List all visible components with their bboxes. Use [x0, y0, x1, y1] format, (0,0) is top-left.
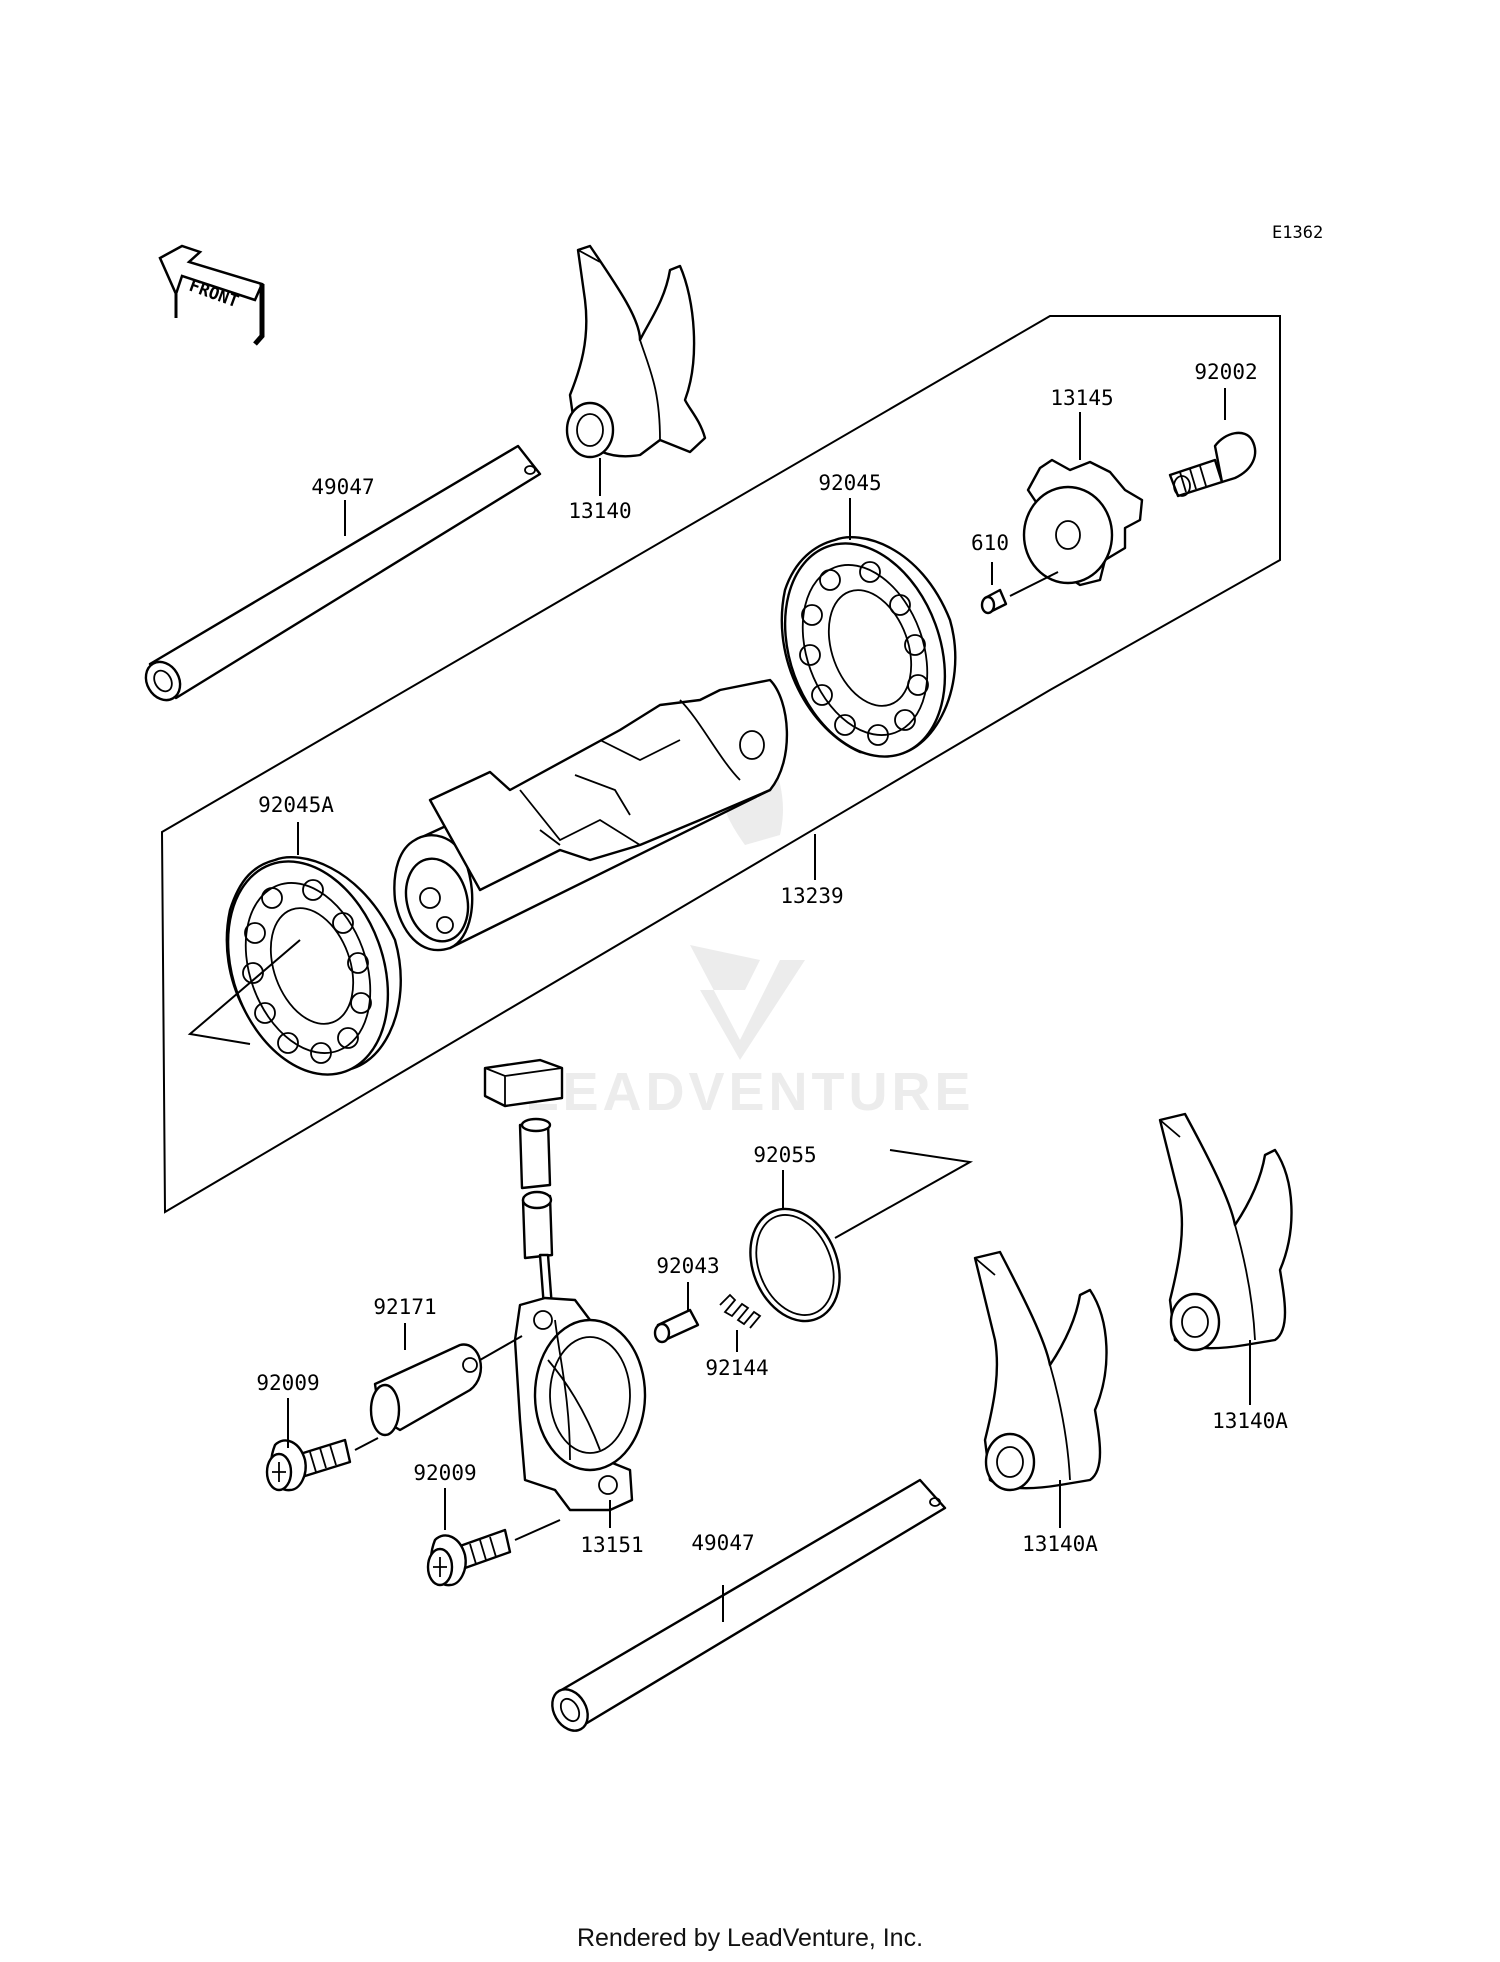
callout-92055: 92055	[753, 1143, 816, 1167]
callout-92171: 92171	[373, 1295, 436, 1319]
callout-13151: 13151	[580, 1533, 643, 1557]
shift-arm-13151	[513, 1253, 647, 1512]
front-arrow-icon: FRONT	[158, 244, 265, 346]
watermark-text: LEADVENTURE	[525, 1062, 974, 1122]
pin-92043	[653, 1308, 700, 1344]
callout-92002: 92002	[1194, 360, 1257, 384]
callout-610: 610	[971, 531, 1009, 555]
shift-fork-13140A-b	[1158, 1112, 1293, 1352]
bolt-92009-a	[265, 1438, 352, 1492]
bearing-92045A	[225, 856, 402, 1076]
callout-92045: 92045	[818, 471, 881, 495]
callout-13239: 13239	[780, 884, 843, 908]
shaft-49047-bottom	[551, 1478, 947, 1732]
footer-credit: Rendered by LeadVenture, Inc.	[577, 1924, 923, 1952]
callout-92043: 92043	[656, 1254, 719, 1278]
assembly-frame	[160, 315, 1281, 1214]
lever-92171	[369, 1343, 483, 1437]
callout-13145: 13145	[1050, 386, 1113, 410]
bearing-92045	[780, 536, 957, 758]
detent-pin	[518, 1117, 552, 1190]
callout-13140A-a: 13140A	[1022, 1532, 1098, 1556]
pin-610	[980, 588, 1008, 615]
bolt-92009-b	[426, 1528, 512, 1587]
detent-cap	[483, 1058, 564, 1108]
callout-49047-bottom: 49047	[691, 1531, 754, 1555]
callout-92009-a: 92009	[256, 1371, 319, 1395]
spring-92144	[719, 1293, 762, 1329]
diagram-code: E1362	[1272, 223, 1323, 243]
oring-92055	[749, 1207, 841, 1323]
shift-fork-13140	[565, 244, 707, 459]
callout-92144: 92144	[705, 1356, 768, 1380]
callout-92045A: 92045A	[258, 793, 334, 817]
shift-drum-13239	[393, 678, 789, 952]
callout-49047-top: 49047	[311, 475, 374, 499]
callout-13140A-b: 13140A	[1212, 1409, 1288, 1433]
shaft-49047-top	[144, 444, 542, 702]
leadventure-watermark: LEADVENTURE	[525, 730, 974, 1122]
callout-13140: 13140	[568, 499, 631, 523]
shift-fork-13140A-a	[973, 1250, 1108, 1492]
cam-plate-13145	[1022, 458, 1144, 587]
screw-92002	[1168, 431, 1257, 498]
callout-92009-b: 92009	[413, 1461, 476, 1485]
detent-roller	[521, 1190, 554, 1260]
